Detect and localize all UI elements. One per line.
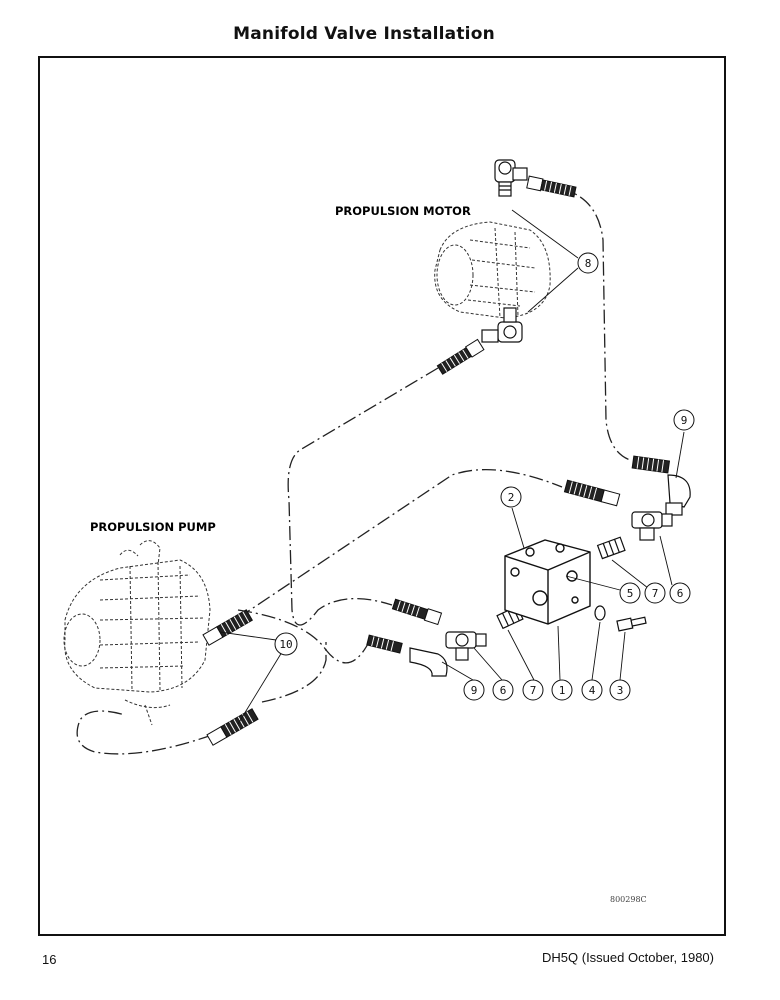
svg-text:9: 9 xyxy=(681,414,688,427)
leader-lines xyxy=(219,209,685,725)
manifold-block xyxy=(504,539,591,625)
callout-7-lower: 7 xyxy=(522,679,544,701)
hose-fittings xyxy=(202,175,671,746)
callout-9-lower: 9 xyxy=(463,679,485,701)
elbow-motor-lower xyxy=(481,307,523,343)
bolt-3 xyxy=(616,616,647,632)
svg-text:8: 8 xyxy=(585,257,592,270)
motor-supply-line xyxy=(287,367,439,626)
hose-mid-left xyxy=(391,598,443,626)
hose-right-9 xyxy=(631,455,671,474)
oring-4 xyxy=(594,605,606,621)
page-title: Manifold Valve Installation xyxy=(233,24,495,44)
svg-text:3: 3 xyxy=(617,684,624,697)
svg-text:10: 10 xyxy=(279,638,292,651)
propulsion-motor-sketch xyxy=(434,221,551,319)
callout-4: 4 xyxy=(581,679,603,701)
callout-10: 10 xyxy=(274,632,298,656)
adapter-7-right xyxy=(596,536,626,560)
callout-7-right: 7 xyxy=(644,582,666,604)
pump-loop-line xyxy=(261,642,327,703)
svg-text:6: 6 xyxy=(500,684,507,697)
lower-hose-line xyxy=(76,710,213,755)
callouts: 8 9 2 5 7 6 10 9 6 7 1 4 3 xyxy=(274,252,695,701)
figure-frame xyxy=(38,56,726,936)
document-id: DH5Q (Issued October, 1980) xyxy=(542,950,714,965)
callout-6-right: 6 xyxy=(669,582,691,604)
propulsion-motor-label: PROPULSION MOTOR xyxy=(335,204,471,218)
hose-upper-center xyxy=(563,479,621,507)
callout-2: 2 xyxy=(500,486,522,508)
callout-8: 8 xyxy=(577,252,599,274)
hose-motor-top xyxy=(526,175,577,198)
propulsion-pump-sketch xyxy=(63,540,211,726)
pump-lower-line xyxy=(237,609,371,664)
callout-9-right: 9 xyxy=(673,409,695,431)
hose-pump-lower xyxy=(206,708,259,746)
callout-5: 5 xyxy=(619,582,641,604)
callout-1: 1 xyxy=(551,679,573,701)
svg-text:5: 5 xyxy=(627,587,634,600)
callout-6-lower: 6 xyxy=(492,679,514,701)
tee-left xyxy=(445,631,487,661)
svg-text:6: 6 xyxy=(677,587,684,600)
motor-return-line xyxy=(557,187,631,461)
svg-text:7: 7 xyxy=(530,684,537,697)
drawing-code: 800298C xyxy=(610,895,647,904)
right-elbow-9 xyxy=(665,474,691,516)
elbow-fittings xyxy=(409,159,691,677)
lower-elbow-9 xyxy=(409,647,448,677)
svg-text:7: 7 xyxy=(652,587,659,600)
tee-right xyxy=(631,511,673,541)
propulsion-pump-label: PROPULSION PUMP xyxy=(90,520,216,534)
svg-text:1: 1 xyxy=(559,684,566,697)
hydraulic-lines xyxy=(76,187,631,755)
svg-text:2: 2 xyxy=(508,491,515,504)
elbow-top xyxy=(494,159,528,197)
hose-motor-lower xyxy=(436,338,485,375)
hose-lower-center xyxy=(366,634,403,654)
page-number: 16 xyxy=(42,952,57,967)
callout-3: 3 xyxy=(609,679,631,701)
svg-text:9: 9 xyxy=(471,684,478,697)
hose-pump-upper xyxy=(202,609,253,646)
svg-text:4: 4 xyxy=(589,684,596,697)
